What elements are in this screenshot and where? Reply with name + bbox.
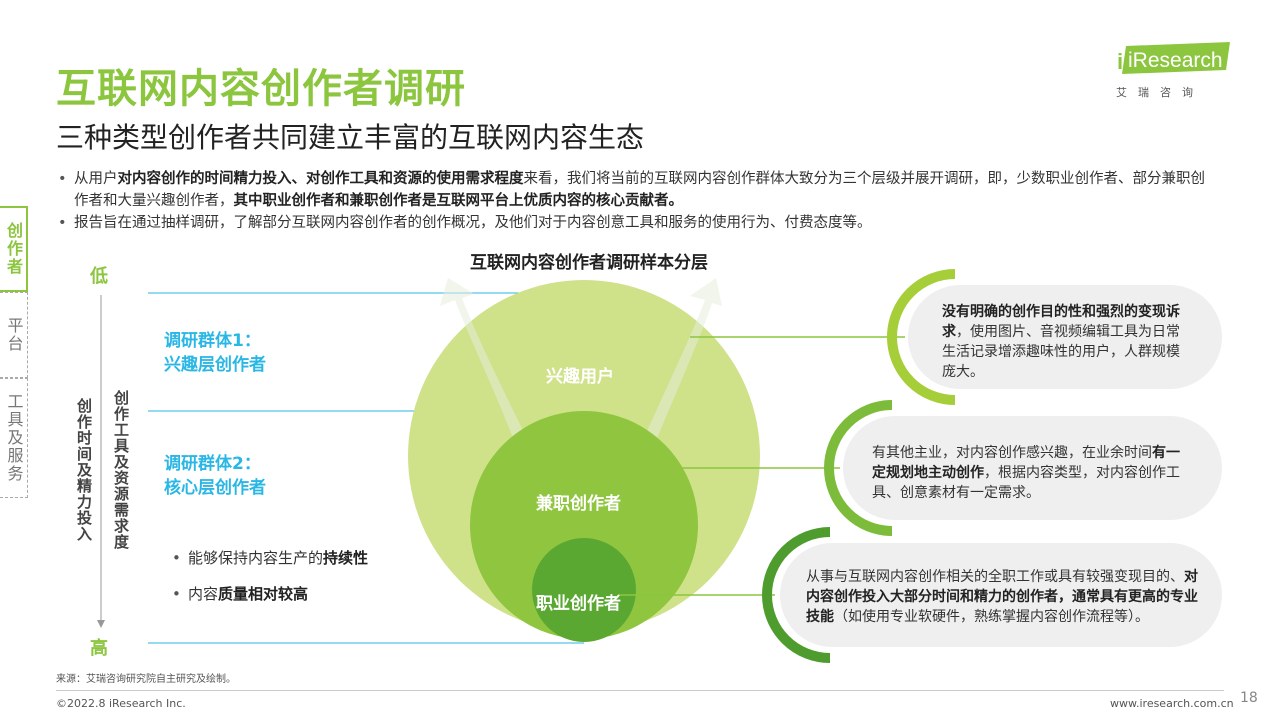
arc-interest — [887, 269, 956, 405]
sidebar-tab-creators[interactable]: 创作者 — [0, 206, 28, 292]
arc-parttime — [824, 400, 893, 536]
intro-bullet-1: 从用户对内容创作的时间精力投入、对创作工具和资源的使用需求程度来看，我们将当前的… — [58, 168, 1218, 212]
pill-parttime — [843, 416, 1222, 520]
footer-divider — [56, 690, 1224, 691]
circle-label-parttime: 兼职创作者 — [536, 494, 621, 514]
desc-interest: 没有明确的创作目的性和强烈的变现诉求，使用图片、音视频编辑工具为日常生活记录增添… — [942, 304, 1180, 380]
growth-arrows-icon — [440, 278, 722, 470]
axis-arrow-icon — [97, 620, 105, 628]
diagram-title: 互联网内容创作者调研样本分层 — [470, 253, 708, 273]
group-1-label: 调研群体1： 兴趣层创作者 — [164, 331, 266, 375]
axis-label-time-effort: 创作时间及精力投入 — [75, 398, 93, 542]
sidebar-tab-platform[interactable]: 平台 — [0, 292, 28, 378]
core-point-2: 内容质量相对较高 — [172, 576, 368, 612]
page-number: 18 — [1240, 690, 1258, 706]
page-title: 互联网内容创作者调研 — [56, 66, 466, 112]
middle-circle — [470, 411, 698, 639]
desc-professional: 从事与互联网内容创作相关的全职工作或具有较强变现目的、对内容创作投入大部分时间和… — [806, 569, 1198, 625]
logo-i: i — [1117, 49, 1123, 74]
page-subtitle: 三种类型创作者共同建立丰富的互联网内容生态 — [56, 121, 645, 154]
pill-professional — [780, 543, 1222, 647]
inner-circle — [532, 538, 636, 642]
circle-label-professional: 职业创作者 — [536, 594, 621, 614]
core-points: 能够保持内容生产的持续性 内容质量相对较高 — [172, 540, 368, 612]
iresearch-logo: i iResearch — [1117, 42, 1230, 74]
copyright: ©2022.8 iResearch Inc. — [56, 697, 186, 710]
logo-wordmark: iResearch — [1128, 49, 1223, 72]
desc-parttime: 有其他主业，对内容创作感兴趣，在业余时间有一定规划地主动创作，根据内容类型，对内… — [872, 445, 1180, 501]
pill-interest — [908, 285, 1222, 389]
sidebar-tab-tools[interactable]: 工具及服务 — [0, 378, 28, 498]
group-2-label: 调研群体2： 核心层创作者 — [164, 454, 266, 498]
circle-label-interest: 兴趣用户 — [546, 367, 614, 387]
axis-label-tool-demand: 创作工具及资源需求度 — [112, 390, 130, 550]
arc-professional — [762, 527, 831, 663]
intro-bullet-2: 报告旨在通过抽样调研，了解部分互联网内容创作者的创作概况，及他们对于内容创意工具… — [58, 212, 1218, 234]
section-sidebar: 创作者 平台 工具及服务 — [0, 206, 32, 498]
intro-bullets: 从用户对内容创作的时间精力投入、对创作工具和资源的使用需求程度来看，我们将当前的… — [58, 168, 1218, 234]
logo-tagline: 艾瑞咨询 — [1116, 86, 1204, 99]
axis-low-label: 低 — [90, 266, 108, 287]
core-point-1: 能够保持内容生产的持续性 — [172, 540, 368, 576]
source-note: 来源：艾瑞咨询研究院自主研究及绘制。 — [56, 674, 236, 685]
axis-high-label: 高 — [90, 638, 108, 659]
website-link[interactable]: www.iresearch.com.cn — [1110, 697, 1234, 710]
